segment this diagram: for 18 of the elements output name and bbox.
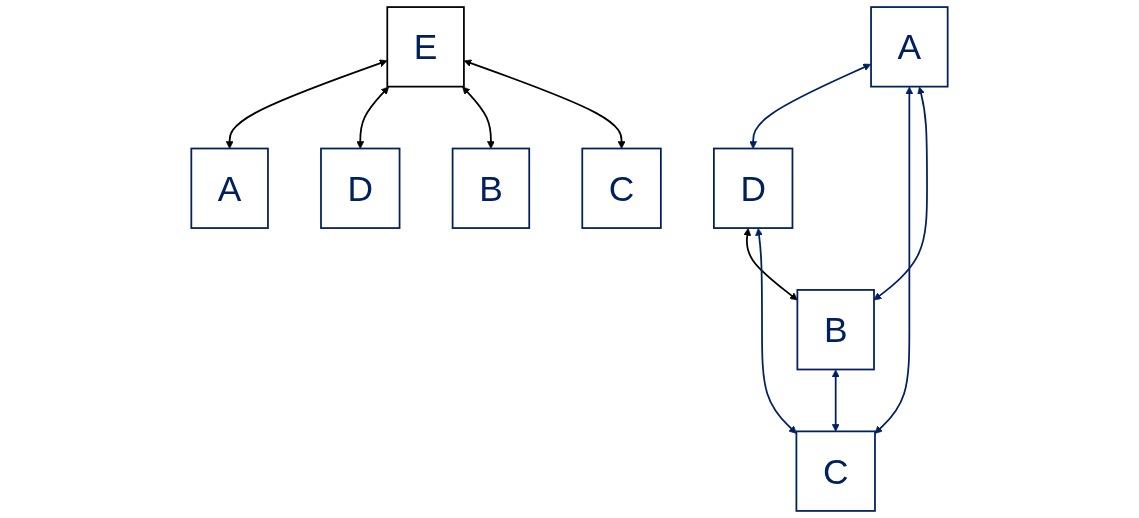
arrow [755,228,797,434]
node-box: B [451,147,531,229]
arrow [749,63,872,149]
arrow [874,86,914,434]
arrow [225,59,388,149]
arrow [356,86,389,149]
arrow [831,369,840,432]
node-box: E [386,6,465,88]
node-box: C [581,147,662,229]
arrow [462,86,495,149]
node-box: A [870,6,949,88]
arrow [463,59,626,149]
node-box: B [796,289,875,371]
node-box: C [795,430,876,512]
node-box: A [190,147,269,229]
node-box: D [713,147,794,229]
arrow [743,228,798,301]
node-box: D [320,147,401,229]
